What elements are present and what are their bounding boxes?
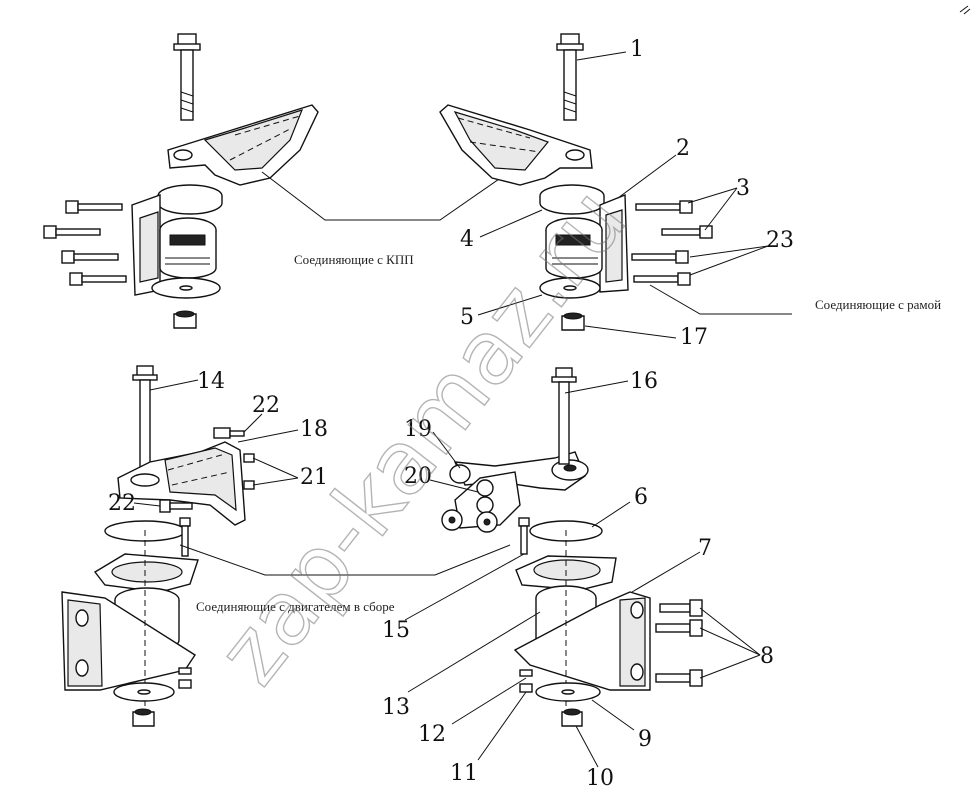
- part-number-11: 11: [450, 761, 478, 786]
- part-number-9: 9: [638, 727, 652, 752]
- center-bracket-20: [441, 471, 521, 533]
- bolt-top-right: [556, 33, 584, 121]
- caption-kpp: Соединяющие с КПП: [294, 252, 414, 267]
- stud-left: [179, 517, 191, 557]
- top-right-assembly: [439, 33, 792, 331]
- bracket-top-left: [167, 104, 319, 186]
- part-number-8: 8: [760, 644, 774, 669]
- part-number-13: 13: [382, 695, 410, 720]
- part-number-3: 3: [736, 176, 750, 201]
- cushion-right-lower: [513, 530, 703, 727]
- side-bolts-top-left: [43, 200, 127, 286]
- bolt-top-left: [173, 33, 201, 121]
- cushion-top-left: [43, 184, 223, 329]
- bracket-18: [117, 427, 255, 526]
- bolt-14: [132, 365, 158, 471]
- part-number-14: 14: [197, 369, 225, 394]
- part-number-19: 19: [404, 417, 432, 442]
- stud-right: [518, 517, 530, 555]
- part-number-12: 12: [418, 722, 446, 747]
- part-number-17: 17: [680, 325, 708, 350]
- part-number-22-lower: 22: [108, 491, 136, 516]
- part-number-2: 2: [676, 136, 690, 161]
- top-left-assembly: [43, 33, 319, 329]
- part-number-1: 1: [630, 37, 644, 62]
- frame-connector-line: [649, 284, 792, 315]
- side-bolts-top-right: [631, 200, 713, 286]
- kpp-connector-line: [261, 169, 513, 221]
- part-number-6: 6: [634, 485, 648, 510]
- caption-engine: Соединяющие с двигателем в сборе: [196, 599, 395, 614]
- bolt-16: [551, 367, 577, 465]
- cushion-left-lower: [61, 530, 199, 727]
- part-number-16: 16: [630, 369, 658, 394]
- part-number-4: 4: [460, 227, 474, 252]
- engine-connector-line: [179, 544, 511, 576]
- part-number-15: 15: [382, 618, 410, 643]
- part-numbers: 1 2 3 4 5 6 7 8 9 10 11 12 13 14 15 16 1…: [108, 37, 794, 791]
- part-number-23: 23: [766, 228, 794, 253]
- part-number-10: 10: [586, 766, 614, 791]
- caption-frame: Соединяющие с рамой: [815, 297, 941, 312]
- bolts-8: [655, 599, 703, 687]
- corner-mark: [959, 5, 971, 15]
- part-number-22-upper: 22: [252, 393, 280, 418]
- part-number-21: 21: [300, 465, 328, 490]
- part-number-5: 5: [460, 305, 474, 330]
- leader-lines: [133, 51, 769, 768]
- part-number-18: 18: [300, 417, 328, 442]
- cushion-top-right: [539, 184, 713, 331]
- bracket-top-right: [439, 104, 593, 186]
- bottom-right-assembly: [513, 367, 703, 727]
- bottom-left-assembly: [61, 365, 255, 727]
- part-number-7: 7: [698, 536, 712, 561]
- part-number-20: 20: [404, 464, 432, 489]
